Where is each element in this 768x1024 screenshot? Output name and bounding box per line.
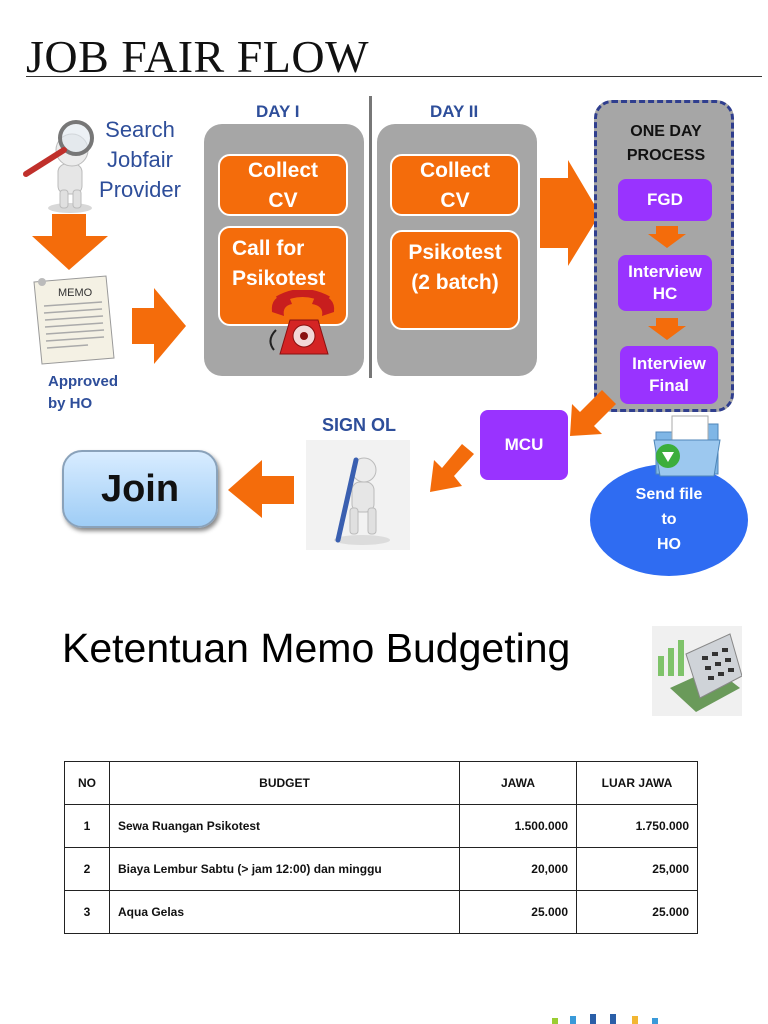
arrow-left-icon	[228, 460, 294, 518]
telephone-icon	[269, 290, 335, 355]
arrow-down-left-icon	[430, 444, 474, 492]
table-row: 1 Sewa Ruangan Psikotest 1.500.000 1.750…	[64, 804, 698, 848]
cell-luar-jawa: 25,000	[576, 847, 698, 891]
arrow-down-icon	[648, 318, 686, 340]
table-row: 2 Biaya Lembur Sabtu (> jam 12:00) dan m…	[64, 847, 698, 891]
interview-hc-box: Interview HC	[618, 255, 712, 311]
psikotest-batch-box: Psikotest (2 batch)	[390, 230, 520, 330]
cell-budget: Biaya Lembur Sabtu (> jam 12:00) dan min…	[109, 847, 460, 891]
mcu-box: MCU	[480, 410, 568, 480]
hc-line: HC	[652, 284, 678, 303]
search-jobfair-label: Search Jobfair Provider	[92, 115, 188, 205]
two-batch-line: (2 batch)	[411, 271, 499, 294]
day-one-label: DAY I	[256, 102, 300, 121]
title-underline	[26, 76, 762, 77]
table-row: 3 Aqua Gelas 25.000 25.000	[64, 890, 698, 934]
memo-paper-label: MEMO	[58, 287, 93, 299]
arrow-right-icon	[540, 160, 600, 266]
send-file-ellipse	[590, 464, 748, 576]
day-divider	[369, 96, 372, 378]
budget-table: NO BUDGET JAWA LUAR JAWA 1 Sewa Ruangan …	[64, 761, 698, 934]
folder-icon	[653, 415, 721, 477]
cell-jawa: 25.000	[459, 890, 577, 934]
collect-cv-box-day2: Collect CV	[390, 154, 520, 216]
cell-jawa: 1.500.000	[459, 804, 577, 848]
arrow-down-icon	[32, 214, 108, 270]
day-two-label: DAY II	[430, 102, 479, 121]
logo-fragment-icon	[552, 1014, 658, 1024]
cell-no: 3	[64, 890, 110, 934]
jobfair-line: Jobfair	[106, 147, 174, 172]
join-button[interactable]: Join	[62, 450, 218, 528]
send-file-label: Send file to HO	[590, 482, 748, 557]
fgd-box: FGD	[618, 179, 712, 221]
to-line: to	[661, 511, 677, 528]
cv-line: CV	[268, 189, 298, 212]
collect-line: Collect	[419, 159, 490, 182]
arrow-right-icon	[132, 288, 186, 364]
memo-document-icon: MEMO	[33, 275, 115, 365]
one-day-process-title: ONE DAY PROCESS	[598, 120, 734, 168]
header-jawa: JAWA	[459, 761, 577, 805]
process-line: PROCESS	[626, 147, 706, 164]
cell-budget: Sewa Ruangan Psikotest	[109, 804, 460, 848]
interview-final-box: Interview Final	[620, 346, 718, 404]
interview-line: Interview	[628, 262, 702, 281]
header-budget: BUDGET	[109, 761, 460, 805]
arrow-down-icon	[648, 226, 686, 248]
psikotest-line: Psikotest	[232, 267, 326, 290]
table-header-row: NO BUDGET JAWA LUAR JAWA	[64, 761, 698, 805]
call-for-line: Call for	[232, 237, 305, 260]
search-line: Search	[105, 117, 175, 142]
signing-figure-icon	[306, 440, 410, 550]
interview-line: Interview	[632, 354, 706, 373]
cell-luar-jawa: 25.000	[576, 890, 698, 934]
cell-no: 1	[64, 804, 110, 848]
ho-line: HO	[657, 536, 681, 553]
cell-budget: Aqua Gelas	[109, 890, 460, 934]
collect-cv-box-day1: Collect CV	[218, 154, 348, 216]
collect-line: Collect	[247, 159, 318, 182]
final-line: Final	[649, 376, 689, 395]
section-title: Ketentuan Memo Budgeting	[62, 625, 571, 671]
sign-ol-label: SIGN OL	[322, 415, 397, 435]
calculator-icon	[652, 626, 742, 716]
cell-luar-jawa: 1.750.000	[576, 804, 698, 848]
cell-jawa: 20,000	[459, 847, 577, 891]
header-luar-jawa: LUAR JAWA	[576, 761, 698, 805]
by-ho-line: by HO	[48, 395, 93, 412]
provider-line: Provider	[99, 177, 181, 202]
psikotest-line: Psikotest	[408, 241, 502, 264]
arrow-down-left-icon	[570, 390, 616, 436]
search-figure-icon	[23, 120, 94, 213]
approved-line: Approved	[48, 373, 119, 390]
cell-no: 2	[64, 847, 110, 891]
page-title: JOB FAIR FLOW	[26, 31, 370, 82]
approved-label: Approved by HO	[48, 371, 118, 415]
header-no: NO	[64, 761, 110, 805]
cv-line: CV	[440, 189, 470, 212]
send-file-line: Send file	[635, 486, 703, 503]
one-day-line: ONE DAY	[630, 123, 702, 140]
